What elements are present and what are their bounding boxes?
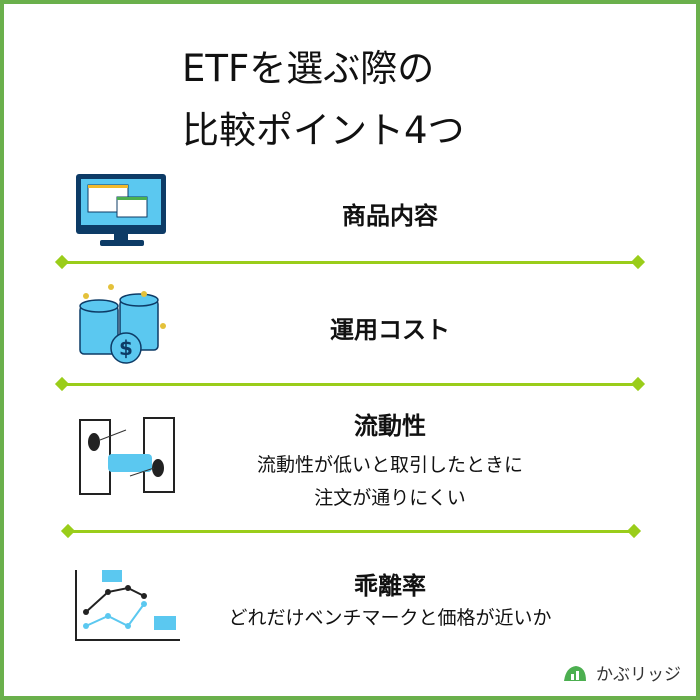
logo-icon	[564, 665, 586, 681]
section-heading-liquidity: 流動性	[354, 412, 426, 440]
page-title: ETFを選ぶ際の 比較ポイント4つ	[182, 38, 465, 162]
divider-2	[62, 383, 638, 386]
line-chart-icon	[75, 570, 180, 641]
section-heading-deviation: 乖離率	[354, 572, 426, 600]
handshake-money-icon	[79, 417, 175, 495]
logo-text: かぶリッジ	[596, 665, 681, 685]
deviation-description: どれだけベンチマークと価格が近いか	[228, 607, 552, 629]
brand-logo: かぶリッジ	[562, 660, 681, 685]
divider-3	[68, 530, 634, 533]
liquidity-description-2: 注文が通りにくい	[314, 487, 466, 509]
coins-icon: $	[79, 284, 166, 364]
svg-text:$: $	[119, 336, 133, 360]
title-line-2: 比較ポイント4つ	[182, 109, 465, 152]
section-heading-product: 商品内容	[342, 202, 438, 230]
divider-1	[62, 261, 638, 264]
monitor-icon	[76, 174, 166, 246]
title-line-1: ETFを選ぶ際の	[182, 47, 435, 90]
liquidity-description-1: 流動性が低いと取引したときに	[256, 454, 523, 476]
section-heading-cost: 運用コスト	[330, 316, 450, 344]
